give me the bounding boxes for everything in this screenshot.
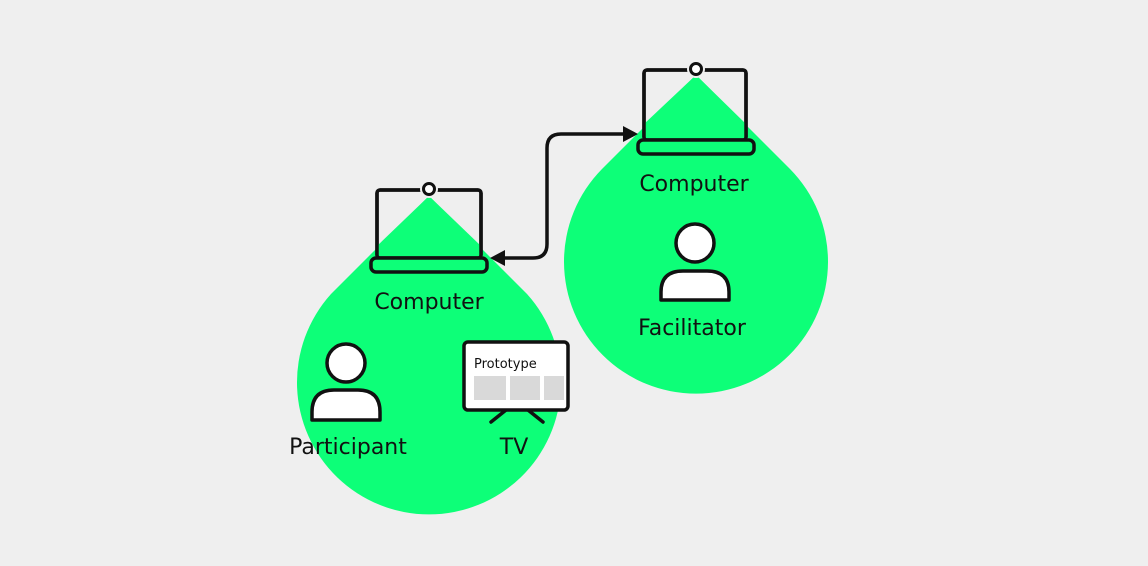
participant-label: Participant — [289, 435, 407, 460]
facilitator-computer-label: Computer — [639, 172, 749, 197]
participant-setup: Computer Participant Prototype TV — [289, 180, 570, 515]
tv-placeholder-block — [544, 376, 564, 400]
facilitator-label: Facilitator — [638, 316, 747, 341]
participant-laptop-icon — [369, 188, 489, 274]
facilitator-setup: Computer Facilitator — [564, 60, 828, 394]
facilitator-webcam-icon — [687, 60, 705, 78]
tv-placeholder-block — [474, 376, 506, 400]
facilitator-laptop-icon — [636, 68, 756, 156]
tv-icon: Prototype — [462, 340, 570, 424]
tv-screen-text: Prototype — [474, 357, 537, 372]
tv-label: TV — [499, 435, 529, 460]
double-arrow-icon — [490, 126, 638, 266]
participant-green-area — [297, 196, 561, 515]
facilitator-person-icon — [659, 222, 731, 302]
tv-placeholder-block — [510, 376, 540, 400]
participant-person-icon — [310, 342, 382, 422]
participant-webcam-icon — [420, 180, 438, 198]
participant-computer-label: Computer — [374, 290, 484, 315]
